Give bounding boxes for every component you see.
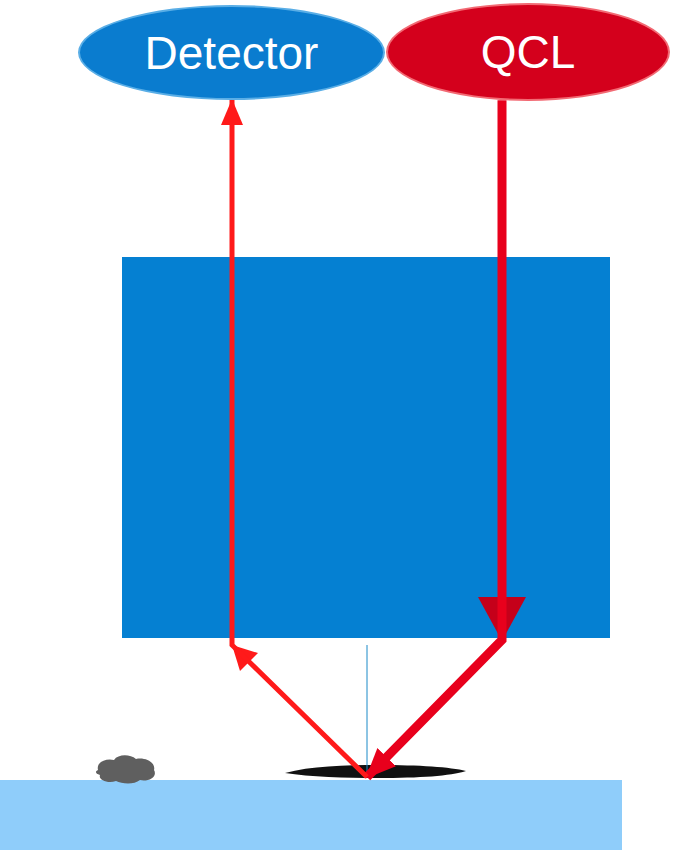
surface-normal — [367, 645, 368, 777]
particle-blob — [96, 755, 155, 783]
detector-ellipse: Detector — [78, 5, 385, 100]
node-label: QCL — [481, 29, 576, 75]
incident-beam — [367, 100, 502, 777]
optics-block — [122, 257, 610, 638]
substrate — [0, 780, 622, 850]
node-label: Detector — [145, 30, 319, 76]
laser-source-ellipse: QCL — [386, 3, 670, 101]
reflected-beam — [232, 100, 367, 777]
beam-path — [232, 100, 502, 777]
